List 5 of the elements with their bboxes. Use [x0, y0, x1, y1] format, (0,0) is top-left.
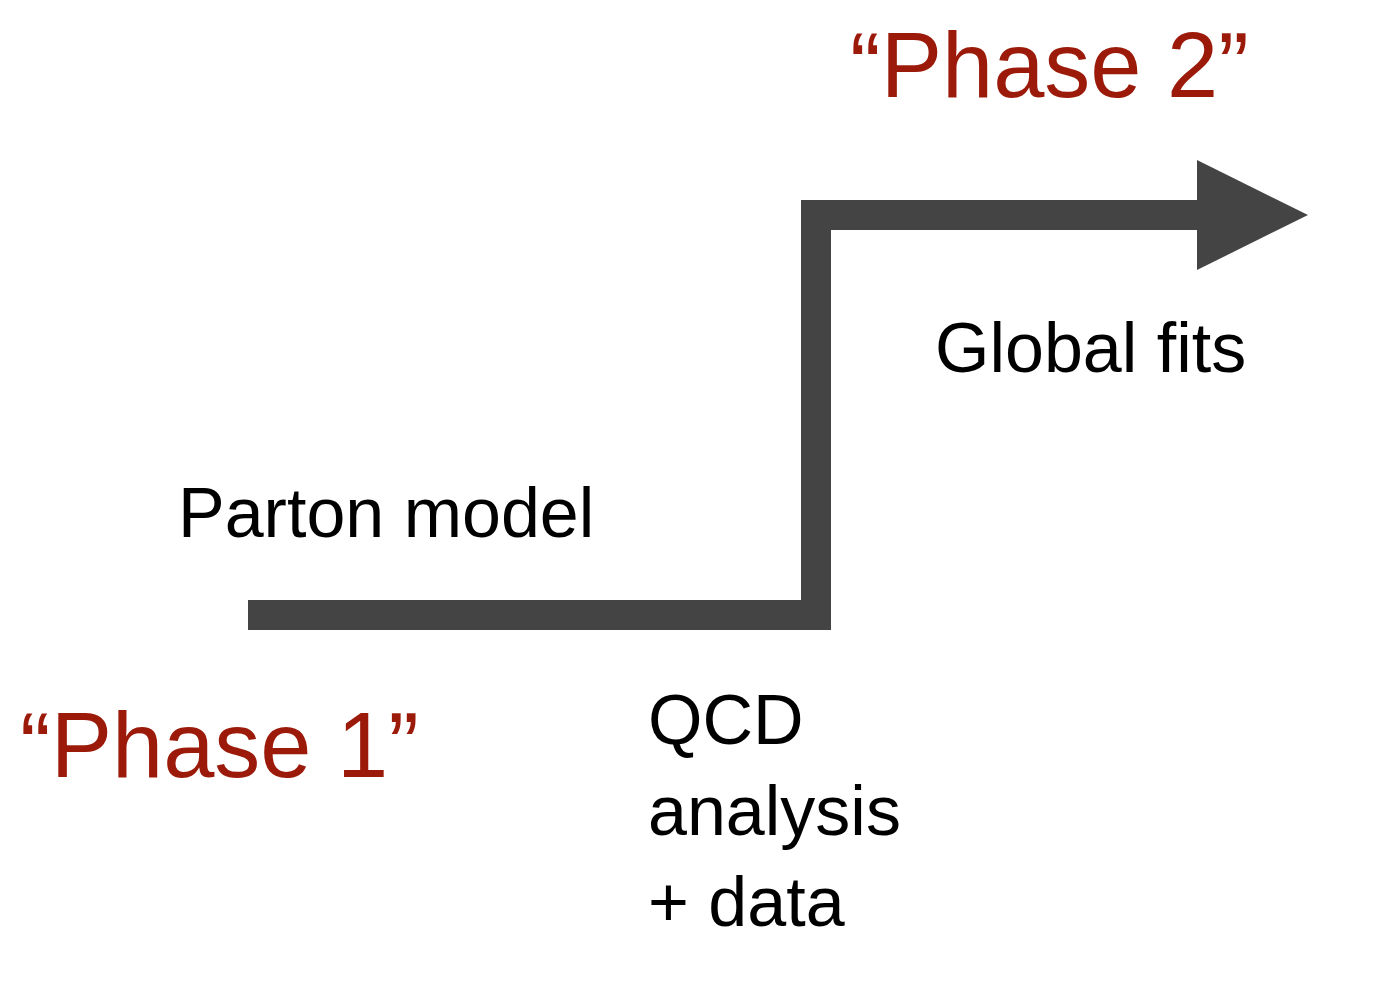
- stage-label: Parton model: [178, 475, 595, 552]
- phase-heading: “Phase 1”: [20, 695, 419, 797]
- phase-heading: “Phase 2”: [850, 15, 1249, 117]
- stage-label: QCD analysis + data: [648, 680, 902, 943]
- stage-label: Global fits: [935, 310, 1247, 387]
